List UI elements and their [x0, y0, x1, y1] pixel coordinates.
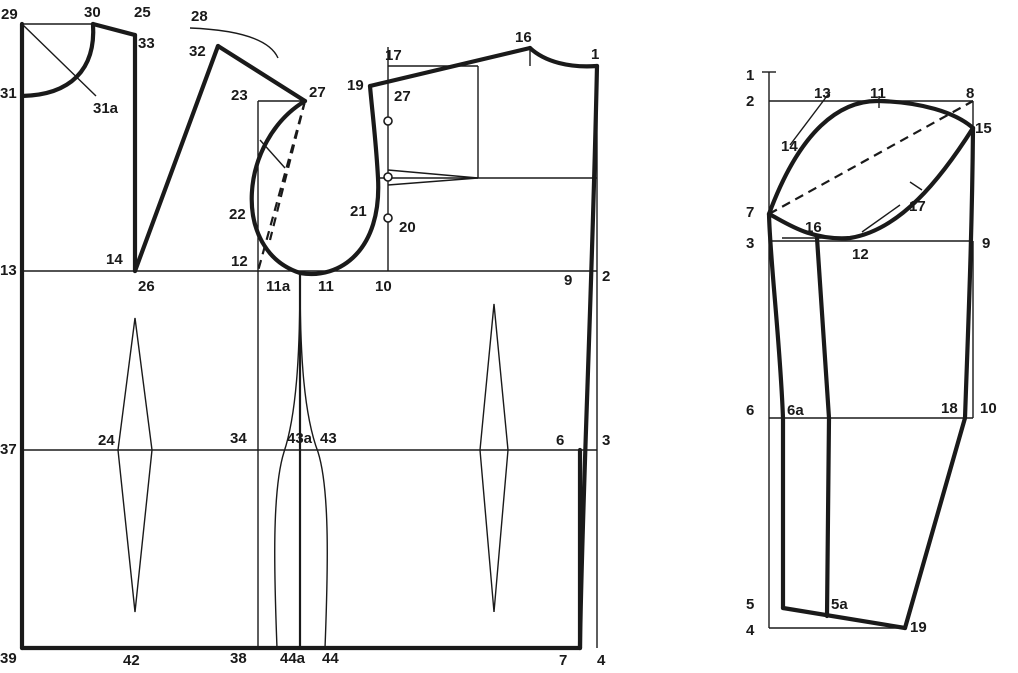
- point-label: 1: [591, 46, 599, 63]
- point-label: 22: [229, 206, 246, 223]
- point-label: 10: [375, 278, 392, 295]
- notch-marker: [383, 116, 393, 126]
- point-label: 11: [870, 85, 886, 102]
- point-label: 44a: [280, 650, 306, 667]
- point-label: 19: [347, 77, 364, 94]
- point-label: 16: [515, 29, 532, 46]
- point-label: 5: [746, 596, 754, 613]
- point-label: 17: [909, 198, 926, 215]
- point-label: 11a: [266, 278, 291, 295]
- point-label: 24: [98, 432, 115, 449]
- point-label: 31: [0, 85, 17, 102]
- point-label: 43: [320, 430, 337, 447]
- point-label: 25: [134, 4, 151, 21]
- point-label: 29: [1, 6, 18, 23]
- point-label: 10: [980, 400, 997, 417]
- point-label: 7: [746, 204, 754, 221]
- bodice-point-labels: 29 30 25 28 33 32 31 31a 23 27 19 17 16 …: [0, 4, 610, 669]
- point-label: 32: [189, 43, 206, 60]
- point-label: 34: [230, 430, 247, 447]
- point-label: 44: [322, 650, 339, 667]
- point-label: 43a: [287, 430, 313, 447]
- notch-marker: [383, 213, 393, 223]
- point-label: 30: [84, 4, 101, 21]
- point-label: 14: [106, 251, 123, 268]
- point-label: 6: [556, 432, 564, 449]
- sleeve-construction-lines: [762, 71, 974, 629]
- bodice-draft: 29 30 25 28 33 32 31 31a 23 27 19 17 16 …: [0, 4, 610, 669]
- point-label: 4: [746, 622, 755, 639]
- point-label: 3: [602, 432, 610, 449]
- point-label: 31a: [93, 100, 119, 117]
- point-label: 8: [966, 85, 974, 102]
- point-label: 2: [746, 93, 754, 110]
- sleeve-point-labels: 1 2 13 11 8 15 14 17 7 16 3 12 9 6 6a 18…: [746, 67, 997, 639]
- sleeve-outline: [766, 98, 976, 631]
- point-label: 9: [564, 272, 572, 289]
- point-label: 9: [982, 235, 990, 252]
- point-label: 12: [231, 253, 248, 270]
- point-label: 28: [191, 8, 208, 25]
- point-label: 19: [910, 619, 927, 636]
- point-label: 21: [350, 203, 367, 220]
- point-label: 42: [123, 652, 140, 668]
- point-label: 3: [746, 235, 754, 252]
- point-label: 6a: [787, 402, 804, 419]
- sleeve-draft: 1 2 13 11 8 15 14 17 7 16 3 12 9 6 6a 18…: [746, 67, 997, 639]
- point-label: 38: [230, 650, 247, 667]
- point-label: 20: [399, 219, 416, 236]
- point-label: 26: [138, 278, 155, 295]
- bodice-construction-lines: [21, 23, 598, 649]
- point-label: 5a: [831, 596, 848, 613]
- bodice-outline: [19, 21, 600, 651]
- point-label: 14: [781, 138, 798, 155]
- point-label: 15: [975, 120, 992, 137]
- point-label: 13: [0, 262, 17, 279]
- point-label: 1: [746, 67, 754, 84]
- point-label: 39: [0, 650, 17, 667]
- point-label: 4: [597, 652, 606, 668]
- notch-marker: [383, 172, 393, 182]
- point-label: 16: [805, 219, 822, 236]
- point-label: 13: [814, 85, 831, 102]
- point-label: 18: [941, 400, 958, 417]
- point-label: 17: [385, 47, 402, 64]
- point-label: 37: [0, 441, 17, 458]
- point-label: 11: [318, 278, 334, 295]
- point-label: 27: [394, 88, 411, 105]
- point-label: 6: [746, 402, 754, 419]
- point-label: 12: [852, 246, 869, 263]
- point-label: 27: [309, 84, 326, 101]
- point-label: 2: [602, 268, 610, 285]
- point-label: 23: [231, 87, 248, 104]
- point-label: 33: [138, 35, 155, 52]
- point-label: 7: [559, 652, 567, 668]
